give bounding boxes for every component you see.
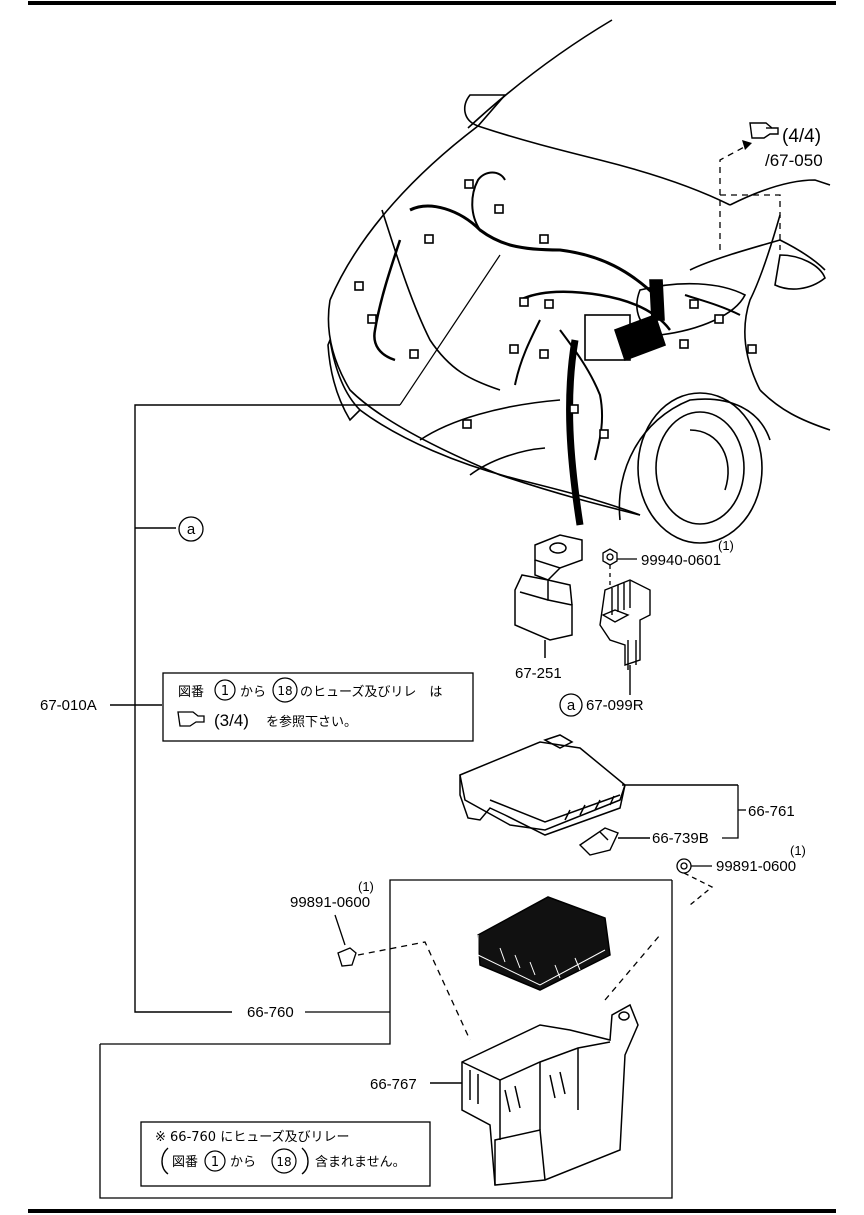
part-99891-0600-left-qty: (1) [358, 879, 374, 894]
note2-seg3: 含まれません。 [315, 1154, 406, 1170]
part-66-739B-drawing [578, 827, 650, 856]
harness-bracket [110, 404, 400, 1013]
note2-box [140, 1121, 431, 1187]
part-67-010A-label[interactable]: 67-010A [40, 697, 97, 714]
note1-circle-1 [214, 679, 236, 701]
note2-circle-18 [271, 1148, 297, 1174]
note2-circle-1 [204, 1150, 226, 1172]
circle-a-67-099R-letter: a [567, 697, 576, 714]
circle-a-marker [178, 516, 204, 542]
note1-hand-icon [177, 711, 205, 727]
part-99891-0600-left-label[interactable]: 99891-0600 [290, 894, 370, 911]
note1-circle-18 [272, 677, 298, 703]
note1-num2: 18 [277, 684, 292, 698]
note1-seg3: のヒューズ及びリレ は [300, 684, 442, 700]
part-99940-0601-drawing [602, 548, 637, 585]
fuse-block-dashed-leader [604, 934, 661, 1001]
part-66-767-label[interactable]: 66-767 [370, 1076, 417, 1093]
part-66-767-drawing [430, 1003, 639, 1186]
note2-seg2: から [230, 1155, 256, 1170]
note2-seg1: 図番 [172, 1155, 198, 1170]
part-67-251-drawing [514, 534, 583, 658]
bracket-66-761 [722, 785, 739, 839]
box-outline-top [389, 879, 672, 1012]
part-66-739B-label[interactable]: 66-739B [652, 830, 709, 847]
ref-67-050[interactable]: /67-050 [765, 151, 823, 170]
circle-a-label: a [187, 521, 196, 538]
note2-left-paren [161, 1147, 169, 1175]
note1-seg4: を参照下さい。 [266, 714, 357, 730]
circle-a-67-099R [559, 693, 583, 717]
part-66-761-drawing [459, 734, 738, 836]
note2-right-paren [301, 1147, 309, 1175]
note1-num1: 1 [221, 684, 229, 699]
note1-box [162, 672, 474, 742]
car-illustration [327, 19, 831, 544]
part-99891-0600-right-qty: (1) [790, 843, 806, 858]
part-99891-0600-right-label[interactable]: 99891-0600 [716, 858, 796, 875]
note2-num2: 18 [276, 1155, 291, 1169]
box-outline-step [100, 1012, 391, 1045]
ref-4-4-leader [719, 144, 781, 250]
part-99940-0601-qty: (1) [718, 538, 734, 553]
note1-seg2: から [240, 685, 266, 700]
note2-line1: ※ 66-760 にヒューズ及びリレー [155, 1129, 350, 1145]
note1-seg1: 図番 [178, 685, 204, 700]
part-66-761-label[interactable]: 66-761 [748, 803, 795, 820]
note1-ref[interactable]: (3/4) [214, 711, 249, 730]
part-67-099R-drawing [599, 579, 651, 695]
arrowhead [742, 140, 752, 150]
harness-leader [399, 254, 501, 406]
note2-num1: 1 [211, 1155, 219, 1170]
part-67-099R-label[interactable]: 67-099R [586, 697, 644, 714]
part-67-251-label[interactable]: 67-251 [515, 665, 562, 682]
pointing-hand-icon [749, 122, 779, 139]
part-99891-0600-right-drawing [676, 858, 714, 906]
box-outline [99, 880, 673, 1199]
part-99891-0600-left-drawing [334, 914, 471, 1041]
part-99940-0601-label[interactable]: 99940-0601 [641, 552, 721, 569]
fuse-block-drawing [477, 896, 611, 991]
ref-4-4[interactable]: (4/4) [782, 126, 821, 147]
part-66-760-label[interactable]: 66-760 [247, 1004, 294, 1021]
